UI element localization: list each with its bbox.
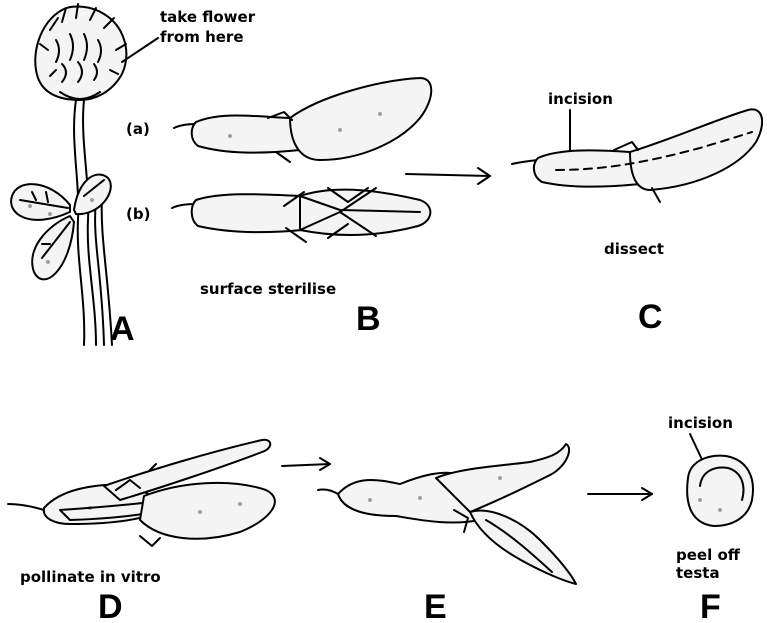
- arrow-e-to-f: [588, 488, 652, 500]
- clover-flower-head: [35, 4, 126, 100]
- arrow-d-to-e: [282, 458, 330, 470]
- dissect-label: dissect: [604, 240, 664, 258]
- panel-label-a: A: [110, 310, 135, 348]
- label-b: (b): [126, 205, 150, 223]
- seed-drawing: [687, 456, 753, 526]
- incision-label-f: incision: [668, 414, 733, 432]
- panel-label-e: E: [424, 588, 447, 623]
- flower-b-drawing: [172, 188, 430, 242]
- peel-off-label-line1: peel off: [676, 546, 741, 564]
- panel-label-d: D: [98, 588, 123, 623]
- incision-label-c: incision: [548, 90, 613, 108]
- take-flower-label-line1: take flower: [160, 8, 256, 26]
- arrow-b-to-c: [406, 168, 490, 184]
- surface-sterilise-label: surface sterilise: [200, 280, 336, 298]
- pollinate-label: pollinate in vitro: [20, 568, 161, 586]
- label-a: (a): [126, 120, 150, 138]
- flower-c-drawing: [512, 109, 762, 202]
- stem: [74, 100, 96, 345]
- take-flower-leader-line: [122, 38, 158, 62]
- take-flower-label-line2: from here: [160, 28, 244, 46]
- panel-label-f: F: [700, 588, 721, 623]
- panel-label-c: C: [638, 298, 663, 336]
- panel-label-b: B: [356, 300, 381, 338]
- flower-a-drawing: [174, 78, 431, 162]
- peel-off-label-line2: testa: [676, 564, 720, 582]
- developing-pod-drawing: [318, 444, 576, 584]
- flower-d-drawing: [8, 440, 275, 546]
- clover-plant-drawing: [11, 4, 158, 345]
